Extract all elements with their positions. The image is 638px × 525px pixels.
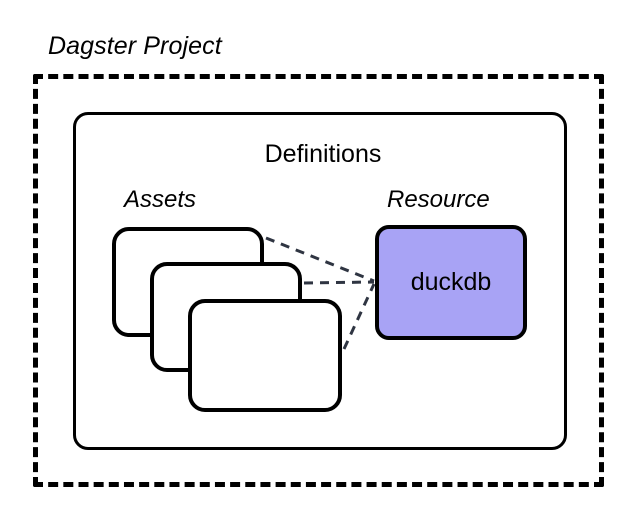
duckdb-resource-node[interactable]: duckdb: [375, 225, 527, 340]
definitions-title: Definitions: [264, 140, 382, 168]
duckdb-resource-label: duckdb: [410, 268, 492, 296]
resource-group-label: Resource: [387, 186, 490, 213]
assets-group-label: Assets: [124, 186, 197, 213]
asset-card[interactable]: [188, 299, 342, 412]
project-boundary-box: [33, 74, 604, 487]
project-title: Dagster Project: [48, 32, 222, 60]
